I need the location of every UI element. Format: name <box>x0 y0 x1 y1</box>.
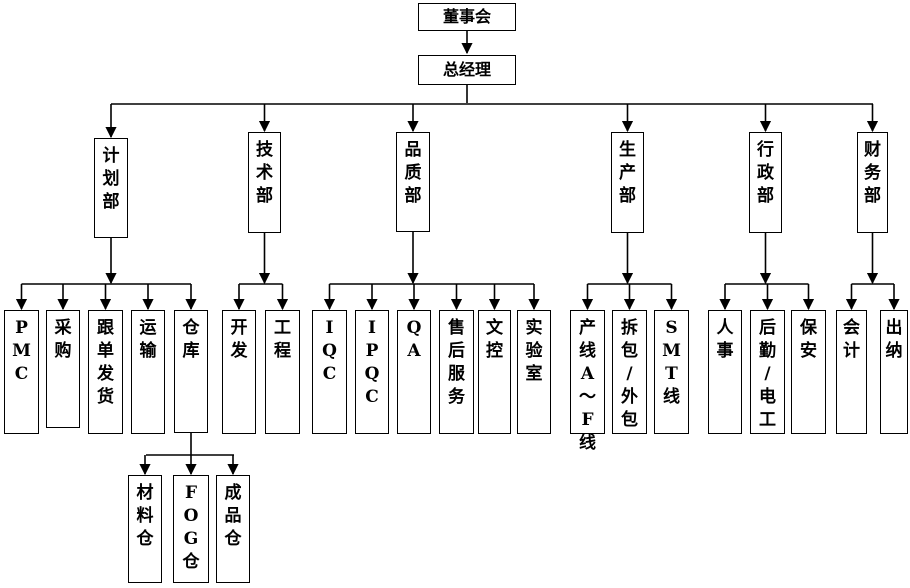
sub-box-3-1-label: 拆包/外包 <box>621 318 638 430</box>
sub-box-0-1: 采购 <box>46 310 80 428</box>
warehouse-sub-box-0: 材料仓 <box>128 475 162 583</box>
sub-box-1-0: 开发 <box>222 310 256 434</box>
dept-box-2: 品 质部 <box>396 132 430 232</box>
sub-box-0-1-label: 采购 <box>54 318 72 361</box>
sub-box-2-5: 实验室 <box>517 310 551 434</box>
dept-box-1: 技术部 <box>248 132 281 233</box>
dept-box-4-label: 行政部 <box>757 140 774 206</box>
sub-box-2-4-label: 文控 <box>486 318 503 361</box>
sub-box-4-1: 后勤/电工 <box>750 310 785 434</box>
sub-box-4-0-label: 人事 <box>716 318 734 361</box>
warehouse-sub-box-2: 成品仓 <box>216 475 250 583</box>
sub-box-0-3-label: 运输 <box>139 318 157 361</box>
sub-box-0-2: 跟单发货 <box>88 310 123 434</box>
warehouse-sub-box-0-label: 材料仓 <box>136 483 154 549</box>
sub-box-2-3: 售后服务 <box>439 310 474 434</box>
sub-box-5-1: 出纳 <box>880 310 908 434</box>
sub-box-0-4-label: 仓库 <box>182 318 200 361</box>
sub-box-2-3-label: 售后服务 <box>448 318 465 407</box>
sub-box-3-1: 拆包/外包 <box>612 310 647 434</box>
board-box: 董事会 <box>418 3 516 31</box>
sub-box-1-1-label: 工程 <box>274 318 291 361</box>
sub-box-2-4: 文控 <box>478 310 511 434</box>
sub-box-5-0-label: 会计 <box>843 318 860 361</box>
dept-box-5: 财务部 <box>857 132 888 233</box>
warehouse-sub-box-2-label: 成品仓 <box>224 483 242 549</box>
dept-box-3: 生产部 <box>611 132 644 233</box>
dept-box-0-label: 计划部 <box>102 146 120 212</box>
dept-box-4: 行政部 <box>749 132 782 233</box>
sub-box-4-2: 保安 <box>791 310 826 434</box>
dept-box-2-label: 品 质部 <box>404 140 422 206</box>
sub-box-5-1-label: 出纳 <box>885 318 903 361</box>
sub-box-1-1: 工程 <box>265 310 300 434</box>
sub-box-0-3: 运输 <box>131 310 165 434</box>
sub-box-5-0: 会计 <box>836 310 867 434</box>
dept-box-3-label: 生产部 <box>619 140 636 206</box>
dept-box-0: 计划部 <box>94 138 128 238</box>
sub-box-0-4: 仓库 <box>174 310 208 433</box>
sub-box-4-2-label: 保安 <box>800 318 817 361</box>
gm-box: 总经理 <box>418 55 516 85</box>
sub-box-4-0: 人事 <box>708 310 742 434</box>
dept-box-5-label: 财务部 <box>864 140 881 206</box>
sub-box-0-2-label: 跟单发货 <box>97 318 114 407</box>
dept-box-1-label: 技术部 <box>256 140 273 206</box>
gm-box-label: 总经理 <box>442 60 491 79</box>
sub-box-4-1-label: 后勤/电工 <box>759 318 776 430</box>
board-box-label: 董事会 <box>442 7 491 26</box>
sub-box-2-5-label: 实验室 <box>525 318 543 384</box>
sub-box-1-0-label: 开发 <box>230 318 248 361</box>
